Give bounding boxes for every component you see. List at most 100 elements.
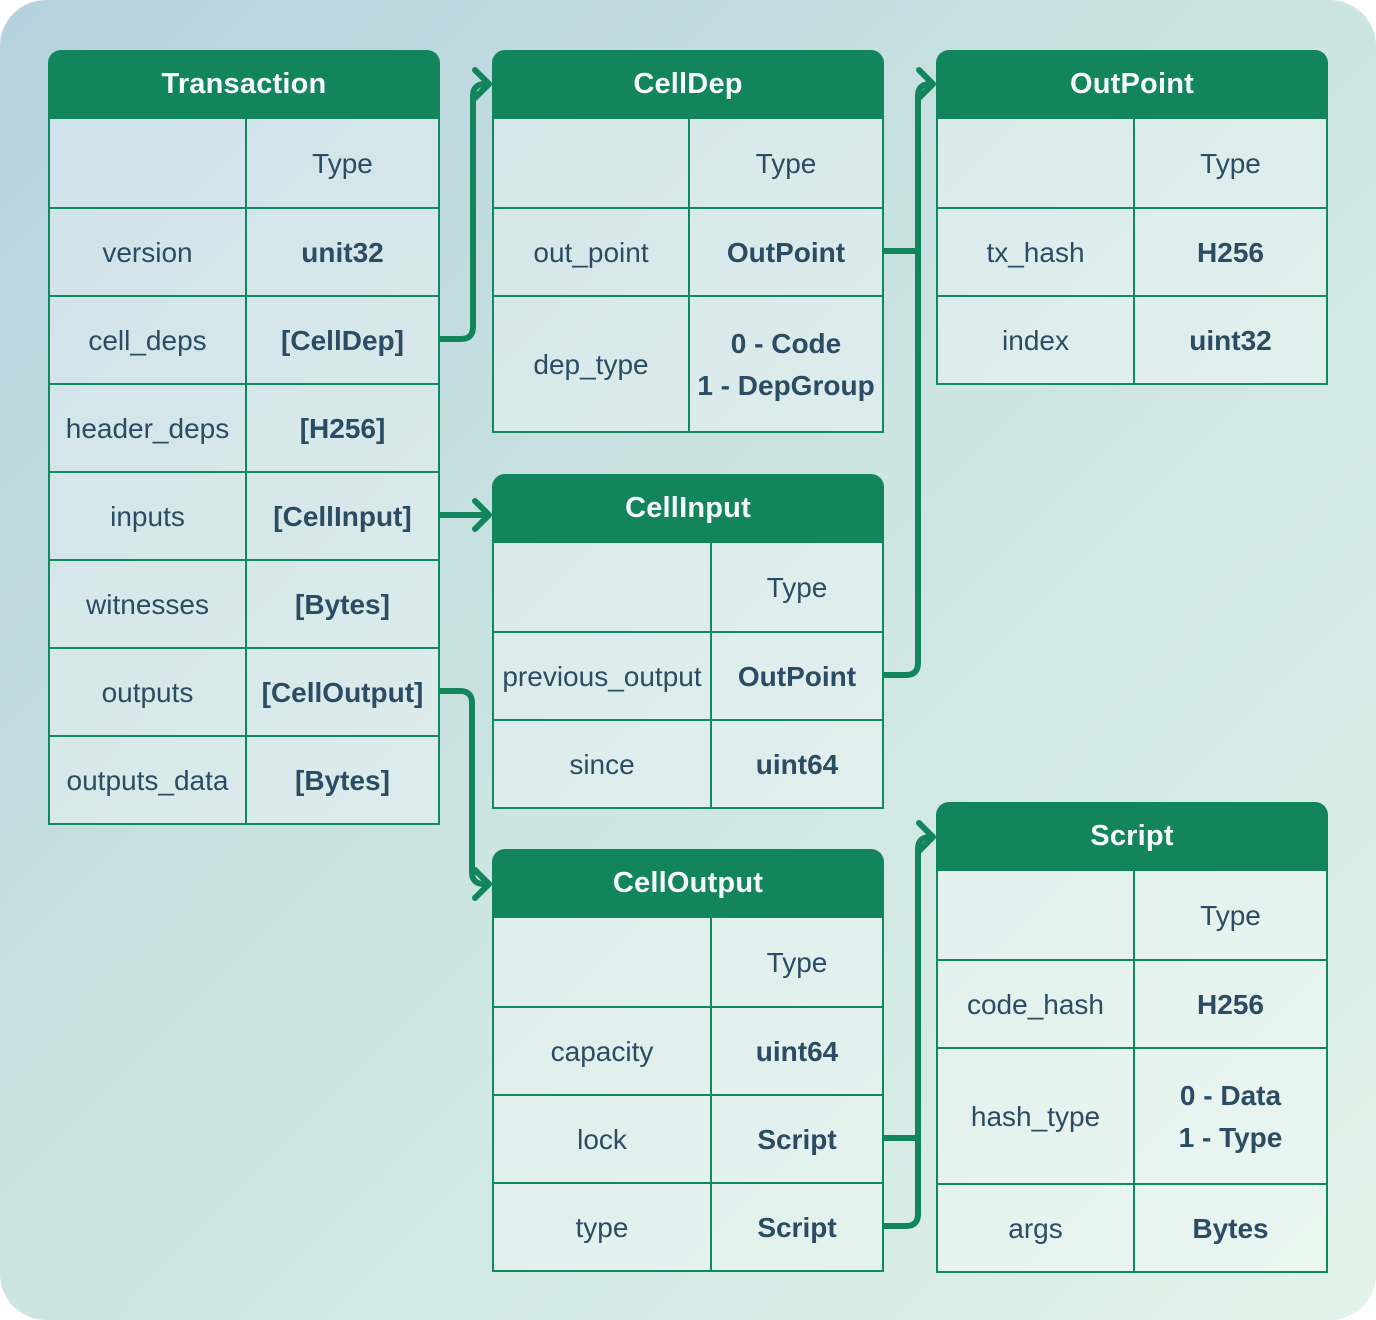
field-type-cell: [Bytes] — [247, 737, 438, 823]
type-header-row: Type — [494, 119, 882, 207]
table-title: CellOutput — [492, 849, 884, 918]
type-line: uint64 — [755, 748, 839, 780]
empty-cell — [938, 119, 1135, 207]
field-type-cell: [CellDep] — [247, 297, 438, 383]
type-line: [CellDep] — [281, 324, 404, 356]
field-type-cell: Script — [712, 1184, 882, 1270]
type-header-row: Type — [494, 918, 882, 1006]
type-column-header: Type — [690, 119, 882, 207]
field-row: code_hash H256 — [938, 959, 1326, 1047]
field-row: dep_type 0 - Code 1 - DepGroup — [494, 295, 882, 431]
type-line: 0 - Data — [1179, 1079, 1282, 1111]
connector-celldeps-to-celldep — [440, 81, 488, 342]
field-type-cell: uint64 — [712, 1008, 882, 1094]
arrowhead-cellinput — [472, 498, 492, 532]
type-line: Type — [766, 946, 828, 978]
connector-prevoutput-to-outpoint — [884, 81, 933, 678]
type-line: [Bytes] — [295, 764, 390, 796]
field-row: inputs[CellInput] — [50, 471, 438, 559]
field-name-cell: capacity — [494, 1008, 712, 1094]
empty-cell — [50, 119, 247, 207]
field-name-cell: code_hash — [938, 961, 1135, 1047]
field-name-cell: dep_type — [494, 297, 690, 431]
type-line: 1 - DepGroup — [697, 369, 875, 401]
connector-type-to-script — [884, 834, 933, 1229]
type-line: uint64 — [755, 1035, 839, 1067]
type-line: Bytes — [1192, 1212, 1269, 1244]
type-column-header: Type — [1135, 871, 1326, 959]
empty-cell — [494, 918, 712, 1006]
type-header-row: Type — [938, 119, 1326, 207]
table-title: CellInput — [492, 474, 884, 543]
type-line: Script — [757, 1123, 837, 1155]
type-line: OutPoint — [726, 236, 846, 268]
field-name-cell: type — [494, 1184, 712, 1270]
table-title: Transaction — [48, 50, 440, 119]
type-column-header: Type — [247, 119, 438, 207]
field-type-cell: [Bytes] — [247, 561, 438, 647]
arrowhead-celldep — [472, 67, 492, 101]
type-line: [H256] — [299, 412, 386, 444]
type-column-header: Type — [712, 543, 882, 631]
arrowhead-outpoint — [916, 67, 936, 101]
field-name-cell: tx_hash — [938, 209, 1135, 295]
field-type-cell: [CellInput] — [247, 473, 438, 559]
type-line: Type — [1200, 899, 1261, 931]
field-row: witnesses[Bytes] — [50, 559, 438, 647]
field-type-cell: 0 - Code 1 - DepGroup — [690, 297, 882, 431]
type-line: Type — [766, 571, 828, 603]
type-line: Type — [755, 147, 817, 179]
field-type-cell: uint64 — [712, 721, 882, 807]
arrowhead-celloutput — [472, 867, 492, 901]
type-header-row: Type — [938, 871, 1326, 959]
type-line: Type — [1200, 147, 1261, 179]
type-line: 0 - Code — [730, 327, 842, 359]
empty-cell — [494, 119, 690, 207]
field-row: tx_hash H256 — [938, 207, 1326, 295]
field-name-cell: cell_deps — [50, 297, 247, 383]
field-name-cell: lock — [494, 1096, 712, 1182]
type-header-row: Type — [494, 543, 882, 631]
table-title: OutPoint — [936, 50, 1328, 119]
type-line: unit32 — [301, 236, 384, 268]
field-row: outputs[CellOutput] — [50, 647, 438, 735]
field-type-cell: Script — [712, 1096, 882, 1182]
field-type-cell: H256 — [1135, 961, 1326, 1047]
field-type-cell: [H256] — [247, 385, 438, 471]
connector-outputs-to-celloutput — [440, 688, 487, 887]
type-line: H256 — [1197, 988, 1264, 1020]
empty-cell — [494, 543, 712, 631]
type-line: [CellInput] — [273, 500, 412, 532]
empty-cell — [938, 871, 1135, 959]
type-line: OutPoint — [737, 660, 857, 692]
field-type-cell: H256 — [1135, 209, 1326, 295]
field-name-cell: hash_type — [938, 1049, 1135, 1183]
field-type-cell: unit32 — [247, 209, 438, 295]
field-name-cell: outputs_data — [50, 737, 247, 823]
field-type-cell: OutPoint — [712, 633, 882, 719]
field-row: outputs_data [Bytes] — [50, 735, 438, 823]
field-name-cell: witnesses — [50, 561, 247, 647]
field-type-cell: OutPoint — [690, 209, 882, 295]
field-row: lock Script — [494, 1094, 882, 1182]
type-line: H256 — [1197, 236, 1264, 268]
